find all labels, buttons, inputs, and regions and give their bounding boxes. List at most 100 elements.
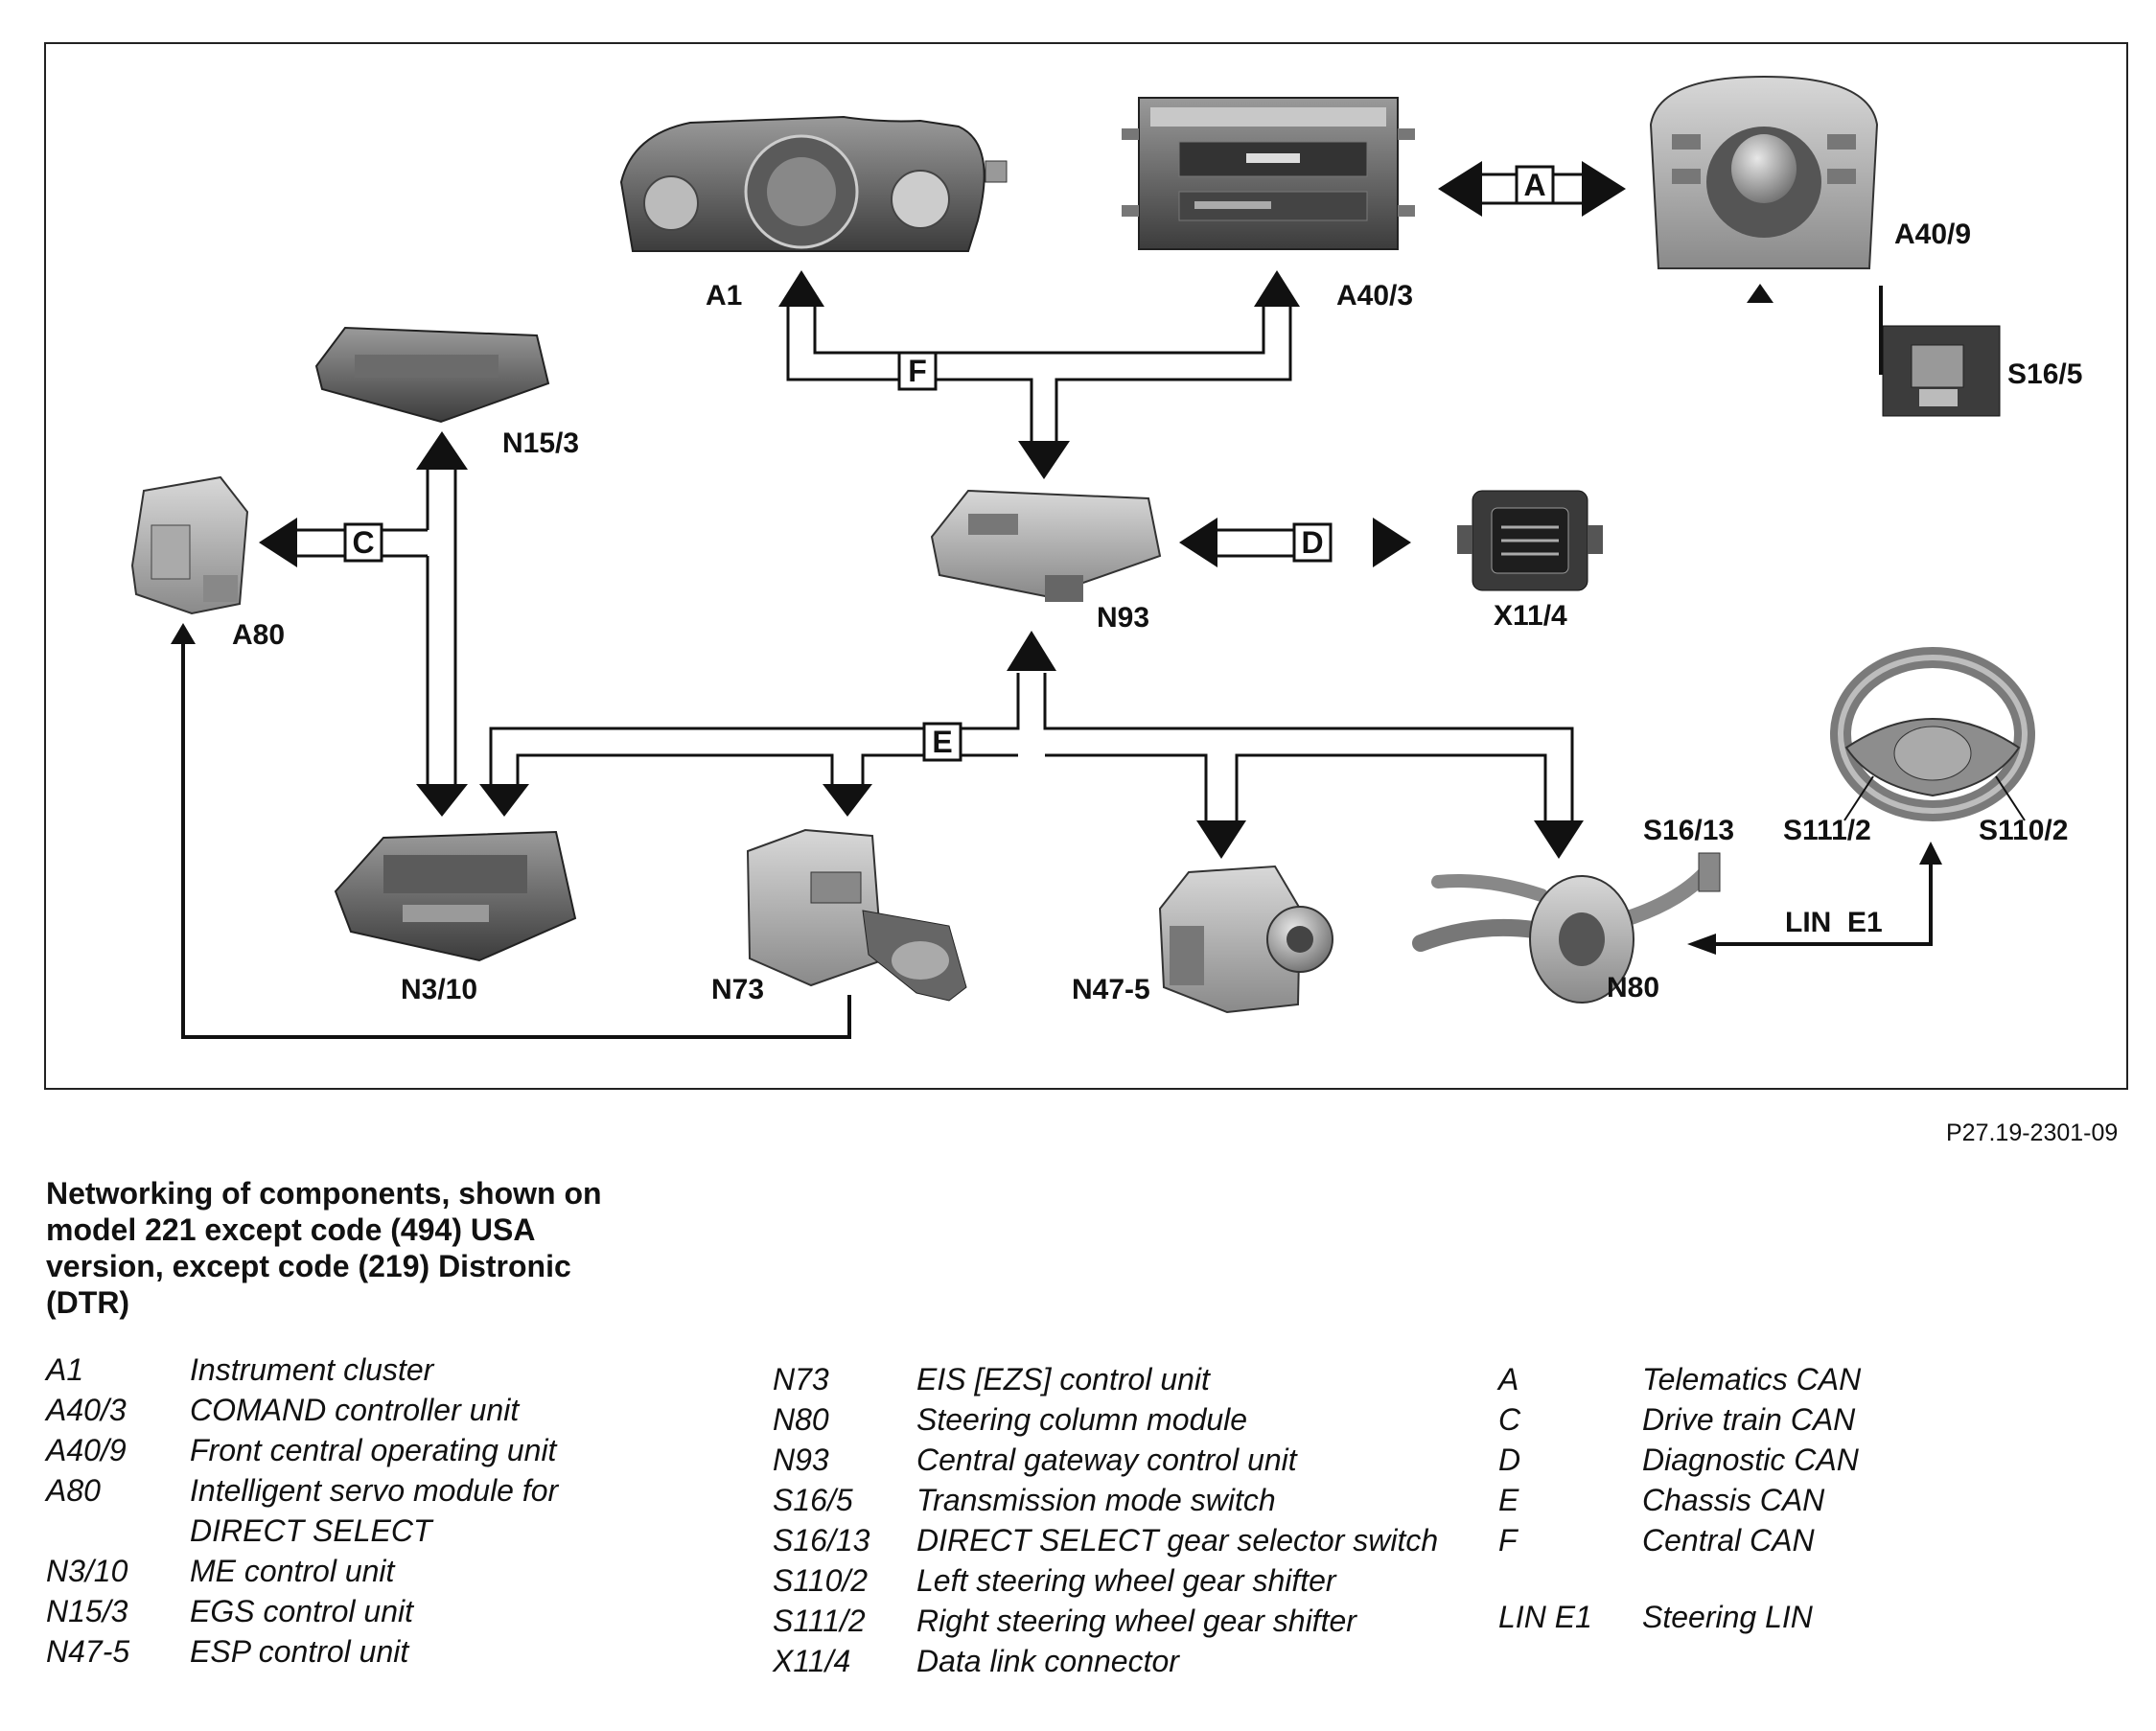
steering-wheel-image	[1830, 647, 2035, 821]
legend-row: A80 Intelligent servo module for DIRECT S…	[46, 1470, 660, 1551]
legend-description: Chassis CAN	[1642, 1483, 1825, 1517]
label-n73: N73	[711, 974, 764, 1005]
label-s111-2: S111/2	[1783, 815, 1871, 846]
legend-description: Steering LIN	[1642, 1600, 1813, 1634]
arrow-to-a40-3	[1254, 270, 1300, 307]
arrow-d-left	[1179, 518, 1217, 567]
legend-code: N93	[773, 1442, 829, 1477]
legend-description: Diagnostic CAN	[1642, 1442, 1859, 1477]
figure-reference: P27.19-2301-09	[1946, 1119, 2119, 1146]
arrow-e-to-n73	[823, 784, 872, 817]
legend-code: LIN E1	[1498, 1600, 1592, 1634]
arrow-e-to-n93	[1007, 631, 1056, 671]
legend-code: A80	[46, 1473, 101, 1508]
label-s16-5: S16/5	[2007, 358, 2082, 390]
arrow-d-right	[1373, 518, 1411, 567]
bus-f-label: F	[908, 354, 927, 388]
bus-d-label: D	[1301, 525, 1323, 560]
label-n15-3: N15/3	[502, 427, 579, 459]
label-n3-10: N3/10	[401, 974, 477, 1005]
legend-code: F	[1498, 1523, 1518, 1558]
legend-row: A Telematics CAN	[1498, 1359, 1997, 1399]
legend-description: ESP control unit	[190, 1634, 409, 1669]
legend-description: Intelligent servo module for DIRECT SELE…	[190, 1473, 559, 1548]
bus-a-box	[1515, 165, 1555, 205]
bus-lin-label: LIN E1	[1785, 907, 1883, 938]
eis-control-unit-image	[746, 828, 967, 1002]
arrow-to-a80	[171, 623, 196, 644]
label-s110-2: S110/2	[1979, 815, 2068, 846]
label-x11-4: X11/4	[1494, 600, 1567, 632]
label-s16-13: S16/13	[1643, 815, 1734, 846]
legend-description: Central CAN	[1642, 1523, 1815, 1558]
arrow-to-a40-9	[1747, 284, 1773, 303]
diagram-frame	[44, 42, 2128, 1090]
arrow-f-to-n93	[1018, 441, 1070, 479]
label-a80: A80	[232, 619, 285, 651]
legend-code: N73	[773, 1362, 829, 1396]
legend-description: DIRECT SELECT gear selector switch	[916, 1523, 1439, 1558]
arrow-e-to-n3-10	[479, 784, 529, 817]
legend-row: S16/13 DIRECT SELECT gear selector switch	[773, 1520, 1444, 1560]
front-operating-unit-image	[1649, 75, 1879, 269]
data-link-connector-image	[1457, 490, 1603, 591]
label-n80: N80	[1607, 972, 1659, 1004]
arrow-to-a1	[778, 270, 824, 307]
bus-c-box	[343, 522, 383, 563]
label-n93: N93	[1097, 602, 1149, 634]
bus-d-box	[1292, 522, 1333, 563]
legend-code: A	[1498, 1362, 1519, 1396]
instrument-cluster-image	[619, 115, 1008, 252]
legend-code: C	[1498, 1402, 1521, 1437]
bus-d-lines	[1216, 528, 1308, 558]
mode-switch-image	[1882, 325, 2001, 417]
legend-code: N3/10	[46, 1554, 128, 1588]
bus-f-lines	[786, 305, 1292, 441]
label-a1: A1	[706, 280, 742, 312]
figure-title: Networking of components, shown on model…	[46, 1176, 602, 1320]
legend-row: N93 Central gateway control unit	[773, 1440, 1444, 1480]
legend-row: F Central CAN	[1498, 1520, 1997, 1560]
bus-c-vertical	[426, 468, 457, 786]
comand-unit-image	[1122, 97, 1415, 250]
legend-code: N15/3	[46, 1594, 128, 1628]
legend-description: Instrument cluster	[190, 1352, 434, 1387]
arrow-a-right	[1582, 161, 1626, 217]
legend-code: A40/3	[46, 1393, 127, 1427]
line-lin-e1	[1716, 863, 1933, 946]
arrow-e-to-n80	[1534, 820, 1584, 859]
legend-description: Central gateway control unit	[916, 1442, 1297, 1477]
bus-labels: F A D C E LIN E1	[343, 165, 1883, 938]
egs-control-unit-image	[314, 326, 550, 424]
arrow-lin-to-n80	[1687, 934, 1716, 955]
arrow-e-to-n47-5	[1196, 820, 1246, 859]
arrow-c-to-a80	[259, 518, 297, 567]
legend-code: N47-5	[46, 1634, 130, 1669]
legend-code: X11/4	[773, 1644, 851, 1678]
legend-row: N47-5 ESP control unit	[46, 1631, 660, 1672]
legend-code: S16/13	[773, 1523, 870, 1558]
bus-e-inner	[516, 753, 1547, 784]
legend-description: EGS control unit	[190, 1594, 413, 1628]
legend-code: A40/9	[46, 1433, 127, 1467]
legend-description: Right steering wheel gear shifter	[916, 1604, 1356, 1638]
legend-description: Telematics CAN	[1642, 1362, 1862, 1396]
legend-code: N80	[773, 1402, 829, 1437]
legend-row: N15/3 EGS control unit	[46, 1591, 660, 1631]
component-labels: A1 A40/3 A40/9 S16/5 N15/3 A80 N93 X11/4…	[232, 219, 2082, 1005]
legend-description: Transmission mode switch	[916, 1483, 1276, 1517]
bus-connectors	[1204, 784, 1574, 822]
label-a40-9: A40/9	[1894, 219, 1971, 250]
